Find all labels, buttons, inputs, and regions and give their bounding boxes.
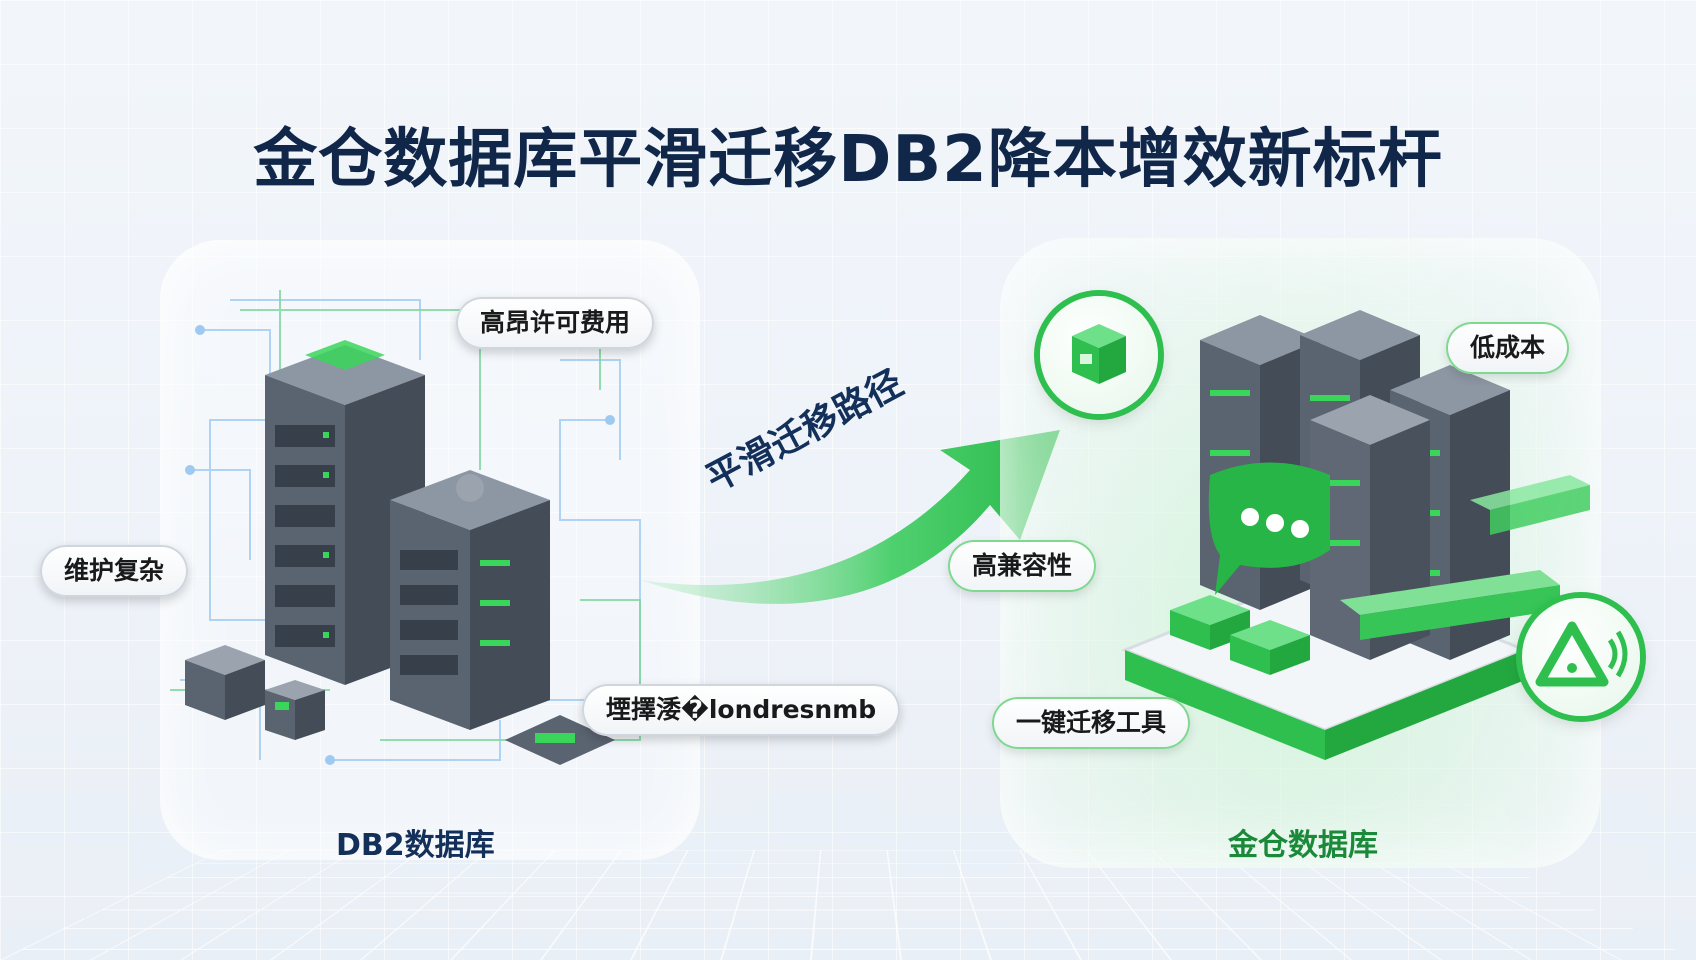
kingbase-caption: 金仓数据库 <box>1228 828 1378 863</box>
db2-server-short <box>390 470 550 730</box>
db2-server-tall <box>265 340 425 685</box>
page-title: 金仓数据库平滑迁移DB2降本增效新标杆 <box>253 123 1443 197</box>
tag-high-compatibility: 高兼容性 <box>948 540 1097 592</box>
kingbase-modules <box>1170 595 1310 675</box>
tag-low-cost: 低成本 <box>1446 322 1570 374</box>
tag-high-license-fee: 高昂许可费用 <box>456 297 655 349</box>
chat-bubble-icon <box>1208 462 1330 595</box>
tag-one-click-tool: 一键迁移工具 <box>992 697 1191 749</box>
warning-signal-icon <box>1522 598 1640 716</box>
db2-small-devices <box>185 645 325 740</box>
green-beam-upper <box>1470 475 1590 535</box>
green-beam <box>1340 570 1560 640</box>
tag-complex-maintenance: 维护复杂 <box>40 545 189 597</box>
cube-icon <box>1040 296 1158 414</box>
db2-drive-unit <box>505 715 615 765</box>
tag-garbled-text: 堙擇涹�londresnmb <box>582 684 901 736</box>
db2-caption: DB2数据库 <box>336 828 495 863</box>
